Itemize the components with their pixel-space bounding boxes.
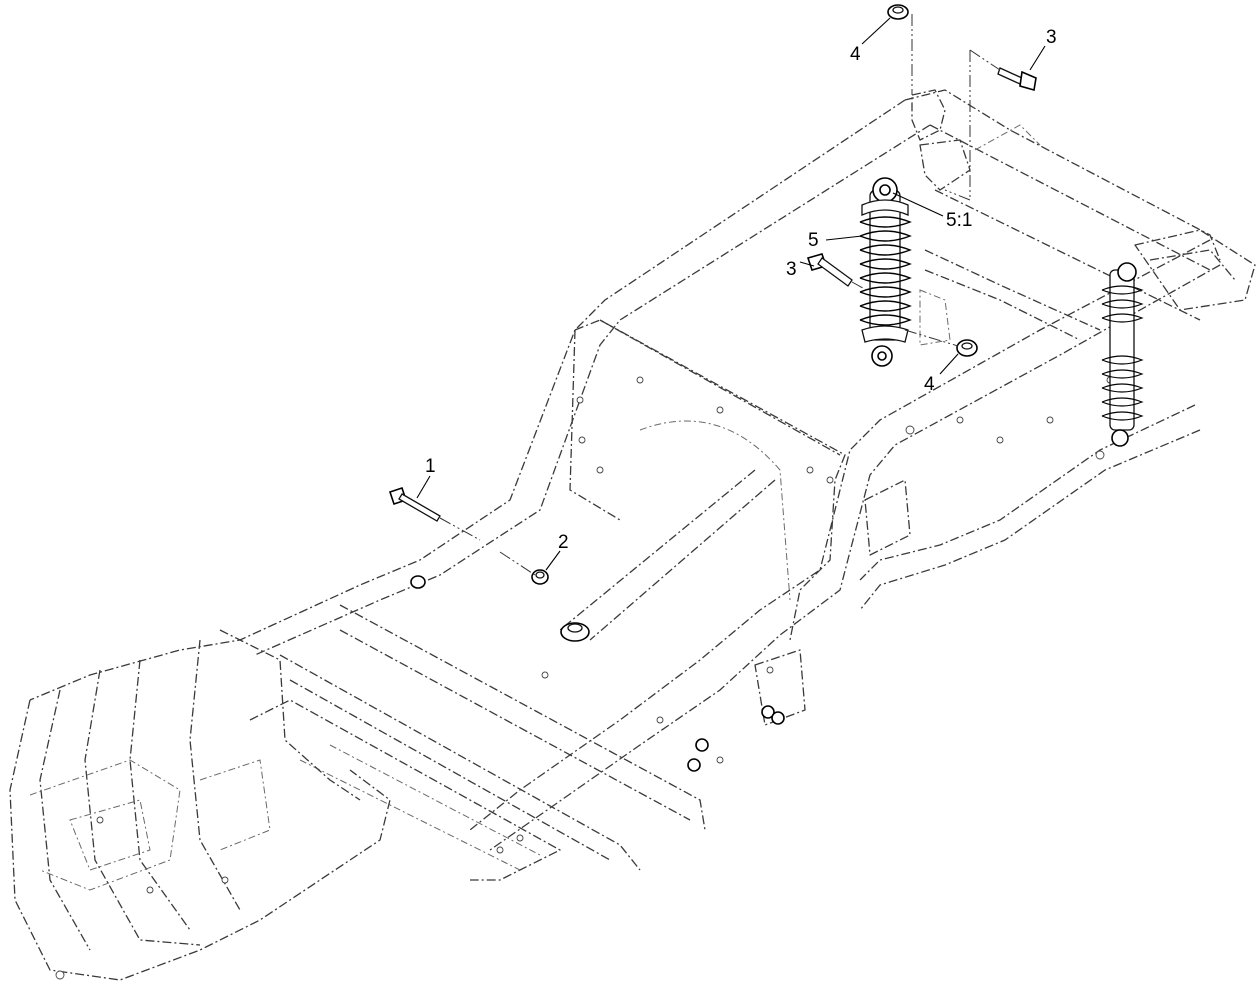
leader-1	[416, 475, 431, 499]
callouts: 1 2 3 3 4 4 5 5:1	[416, 17, 1057, 571]
leader-4-lower	[939, 353, 959, 375]
bolt-3-upper	[997, 67, 1037, 92]
callout-3-lower: 3	[786, 259, 797, 280]
bolt-1	[388, 486, 441, 522]
frame-fasteners	[410, 575, 785, 772]
callout-4-lower: 4	[924, 374, 935, 395]
leader-4-upper	[861, 17, 891, 45]
callout-2: 2	[558, 532, 569, 553]
nut-2	[531, 569, 549, 585]
leader-3-upper	[1029, 45, 1046, 71]
leader-3-lower	[799, 261, 815, 267]
nut-4-lower	[956, 339, 978, 357]
callout-5: 5	[808, 230, 819, 251]
leader-5	[825, 235, 863, 241]
nut-4-upper	[887, 4, 909, 20]
bolt-3-lower	[806, 253, 853, 287]
frame-holes	[55, 376, 1114, 980]
leader-2	[545, 550, 561, 571]
right-shock-absorber	[1101, 262, 1144, 447]
shock-absorber	[859, 177, 912, 367]
callout-1: 1	[425, 456, 436, 477]
installation-lines	[439, 14, 1001, 576]
callout-4-upper: 4	[850, 44, 861, 65]
callout-5-1: 5:1	[946, 210, 972, 231]
callout-3-upper: 3	[1046, 27, 1057, 48]
leader-5-1	[892, 192, 944, 217]
vehicle-frame	[9, 89, 1256, 981]
